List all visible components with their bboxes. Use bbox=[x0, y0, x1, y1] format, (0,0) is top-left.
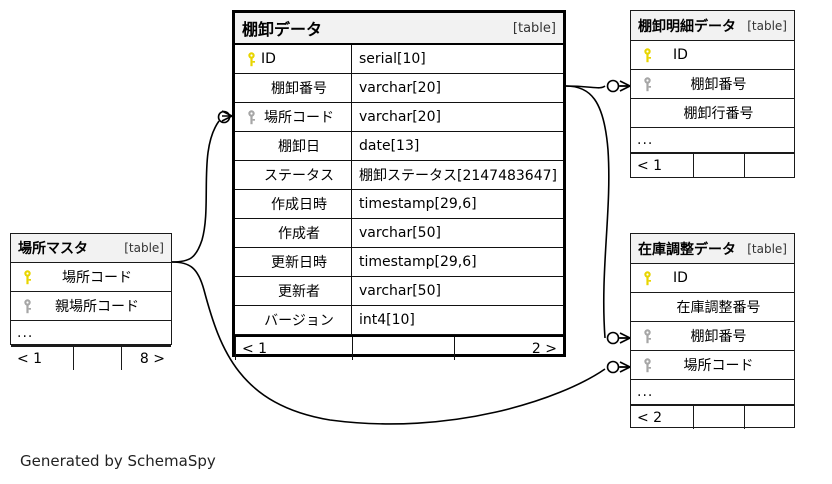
table-location-master[interactable]: 場所マスタ [table] 場所コード 親場所コード ... < 1 bbox=[10, 233, 172, 370]
edge-inventory-to-inventory-detail bbox=[565, 79, 631, 93]
table-inventory-footer: < 1 2 > bbox=[235, 335, 563, 360]
footer-parent-count[interactable]: < 2 bbox=[637, 409, 663, 426]
footer-middle bbox=[693, 154, 744, 177]
column-name: ID bbox=[673, 47, 688, 63]
column-name: 棚卸行番号 bbox=[683, 106, 754, 122]
edge-location-to-inventory bbox=[171, 110, 233, 263]
primary-key-icon bbox=[241, 51, 261, 67]
column-type: varchar[50] bbox=[351, 277, 563, 305]
table-inventory-detail-tag: [table] bbox=[747, 18, 787, 33]
footer-child-count[interactable] bbox=[744, 406, 794, 429]
table-inventory-header: 棚卸データ [table] bbox=[235, 13, 563, 45]
footer-parent-count[interactable]: < 1 bbox=[637, 157, 663, 174]
table-row[interactable]: 在庫調整番号 bbox=[631, 293, 794, 322]
primary-key-icon bbox=[637, 47, 657, 63]
table-row[interactable]: 親場所コード bbox=[11, 292, 171, 321]
table-more-row: ... bbox=[11, 321, 171, 346]
table-row[interactable]: ID bbox=[631, 264, 794, 293]
column-name: バージョン bbox=[264, 313, 334, 329]
table-location-master-footer: < 1 8 > bbox=[11, 346, 171, 370]
column-name: 棚卸番号 bbox=[690, 329, 747, 345]
column-name: ID bbox=[261, 51, 276, 67]
table-row[interactable]: 作成日時 timestamp[29,6] bbox=[235, 190, 563, 219]
table-location-master-name: 場所マスタ bbox=[18, 241, 88, 257]
table-inventory-detail-header: 棚卸明細データ [table] bbox=[631, 11, 794, 41]
table-more-row: ... bbox=[631, 380, 794, 405]
table-row[interactable]: 棚卸番号 bbox=[631, 70, 794, 99]
footer-parent-count[interactable]: < 1 bbox=[17, 350, 43, 367]
column-type: varchar[20] bbox=[351, 74, 563, 102]
edge-inventory-to-stock-adjust bbox=[565, 85, 631, 345]
column-name: 作成者 bbox=[278, 226, 320, 242]
column-name: 在庫調整番号 bbox=[676, 300, 761, 316]
foreign-key-icon bbox=[637, 357, 657, 373]
foreign-key-icon bbox=[637, 76, 657, 92]
column-name: 場所コード bbox=[62, 270, 132, 286]
footer-child-count[interactable] bbox=[744, 154, 794, 177]
column-type: timestamp[29,6] bbox=[351, 190, 563, 218]
column-name: 場所コード bbox=[683, 358, 754, 374]
table-row[interactable]: ID bbox=[631, 41, 794, 70]
column-type: date[13] bbox=[351, 132, 563, 160]
more-columns-ellipsis: ... bbox=[17, 325, 34, 341]
table-inventory-detail[interactable]: 棚卸明細データ [table] ID 棚卸番号 棚卸行番号 bbox=[630, 10, 795, 178]
table-row[interactable]: ステータス 棚卸ステータス[2147483647] bbox=[235, 161, 563, 190]
table-row[interactable]: 棚卸番号 varchar[20] bbox=[235, 74, 563, 103]
footer-middle bbox=[693, 406, 744, 429]
footer-middle bbox=[73, 347, 121, 370]
footer-parent-count[interactable]: < 1 bbox=[235, 337, 352, 360]
table-row[interactable]: ID serial[10] bbox=[235, 45, 563, 74]
column-type: serial[10] bbox=[351, 45, 563, 73]
table-stock-adjust[interactable]: 在庫調整データ [table] ID 在庫調整番号 棚卸番号 bbox=[630, 233, 795, 429]
table-row[interactable]: 作成者 varchar[50] bbox=[235, 219, 563, 248]
table-location-master-tag: [table] bbox=[124, 241, 164, 255]
table-location-master-header: 場所マスタ [table] bbox=[11, 234, 171, 263]
table-inventory-detail-footer: < 1 bbox=[631, 153, 794, 177]
column-name: 作成日時 bbox=[271, 197, 327, 213]
table-row[interactable]: 更新者 varchar[50] bbox=[235, 277, 563, 306]
foreign-key-icon bbox=[17, 298, 37, 314]
column-name: 棚卸日 bbox=[278, 139, 320, 155]
primary-key-icon bbox=[17, 269, 37, 285]
foreign-key-icon bbox=[637, 328, 657, 344]
footer-middle bbox=[352, 337, 454, 360]
table-row[interactable]: 棚卸番号 bbox=[631, 322, 794, 351]
footer-child-count[interactable]: 2 > bbox=[454, 337, 563, 360]
more-columns-ellipsis: ... bbox=[637, 132, 654, 148]
column-name: 場所コード bbox=[264, 110, 334, 126]
table-row[interactable]: 場所コード varchar[20] bbox=[235, 103, 563, 132]
table-row[interactable]: 棚卸行番号 bbox=[631, 99, 794, 128]
column-name: 棚卸番号 bbox=[271, 81, 327, 97]
table-inventory-detail-name: 棚卸明細データ bbox=[638, 18, 736, 35]
footer-child-count[interactable]: 8 > bbox=[121, 347, 171, 370]
table-stock-adjust-name: 在庫調整データ bbox=[638, 241, 736, 258]
table-more-row: ... bbox=[631, 128, 794, 153]
table-row[interactable]: 棚卸日 date[13] bbox=[235, 132, 563, 161]
primary-key-icon bbox=[637, 270, 657, 286]
table-inventory-name: 棚卸データ bbox=[242, 20, 323, 39]
column-name: 棚卸番号 bbox=[690, 77, 747, 93]
table-inventory-tag: [table] bbox=[512, 20, 556, 36]
column-name: 親場所コード bbox=[55, 299, 139, 315]
column-type: int4[10] bbox=[351, 306, 563, 334]
table-row[interactable]: 更新日時 timestamp[29,6] bbox=[235, 248, 563, 277]
column-name: 更新者 bbox=[278, 284, 320, 300]
column-type: varchar[20] bbox=[351, 103, 563, 131]
column-name: 更新日時 bbox=[271, 255, 327, 271]
table-inventory[interactable]: 棚卸データ [table] ID serial[10] 棚卸番号 varchar… bbox=[232, 10, 566, 360]
column-type: 棚卸ステータス[2147483647] bbox=[351, 161, 563, 189]
foreign-key-icon bbox=[241, 109, 261, 125]
more-columns-ellipsis: ... bbox=[637, 384, 654, 400]
table-row[interactable]: バージョン int4[10] bbox=[235, 306, 563, 335]
table-stock-adjust-footer: < 2 bbox=[631, 405, 794, 429]
column-name: ID bbox=[673, 270, 688, 286]
table-row[interactable]: 場所コード bbox=[11, 263, 171, 292]
table-stock-adjust-header: 在庫調整データ [table] bbox=[631, 234, 794, 264]
column-type: timestamp[29,6] bbox=[351, 248, 563, 276]
column-name: ステータス bbox=[264, 168, 334, 184]
column-type: varchar[50] bbox=[351, 219, 563, 247]
table-stock-adjust-tag: [table] bbox=[747, 241, 787, 256]
table-row[interactable]: 場所コード bbox=[631, 351, 794, 380]
schemaspy-credit: Generated by SchemaSpy bbox=[20, 452, 216, 470]
